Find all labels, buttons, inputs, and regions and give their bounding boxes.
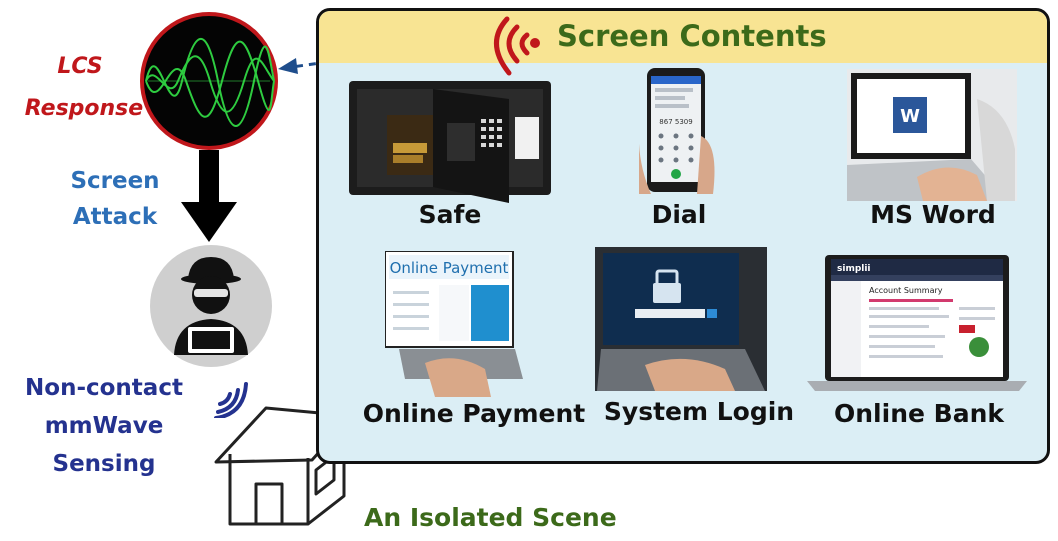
payment-screen-title: Online Payment [390,259,509,277]
dial-phone-image: 867 5309 [639,66,719,196]
screen-contents-panel: Screen Contents Safe [316,8,1050,464]
panel-title: Screen Contents [557,19,827,53]
safe-image [349,77,551,203]
mmwave-signal-icon [212,374,252,418]
sensing-label-line3: Sensing [52,451,156,477]
ms-word-laptop-image: W [847,69,1017,201]
sensing-label-line2: mmWave [44,413,164,439]
lcs-response-label-line2: Response [24,96,144,121]
dial-number-display: 867 5309 [659,118,692,126]
online-payment-caption: Online Payment [362,399,586,428]
online-bank-laptop-image: simplii Account Summary [807,255,1027,391]
word-app-letter: W [900,106,920,127]
system-login-laptop-image [595,247,767,391]
screen-attack-label-line2: Attack [72,204,158,230]
isolated-scene-label: An Isolated Scene [364,503,617,532]
safe-caption: Safe [418,200,482,229]
sensing-label-line1: Non-contact [25,375,183,401]
dial-caption: Dial [651,200,707,229]
bank-screen-title: Account Summary [869,286,943,295]
screen-attack-label-line1: Screen [70,168,160,194]
system-login-caption: System Login [603,397,795,426]
bank-brand: simplii [837,264,871,274]
emission-signal-icon [487,13,547,85]
lcs-response-scope [138,10,280,152]
attacker-icon [148,243,274,369]
ms-word-caption: MS Word [870,200,996,229]
attack-down-arrow [181,150,237,242]
lcs-response-label-line1: LCS [57,54,103,79]
online-payment-laptop-image: Online Payment [385,251,523,397]
online-bank-caption: Online Bank [834,399,1004,428]
panel-header [319,11,1047,63]
